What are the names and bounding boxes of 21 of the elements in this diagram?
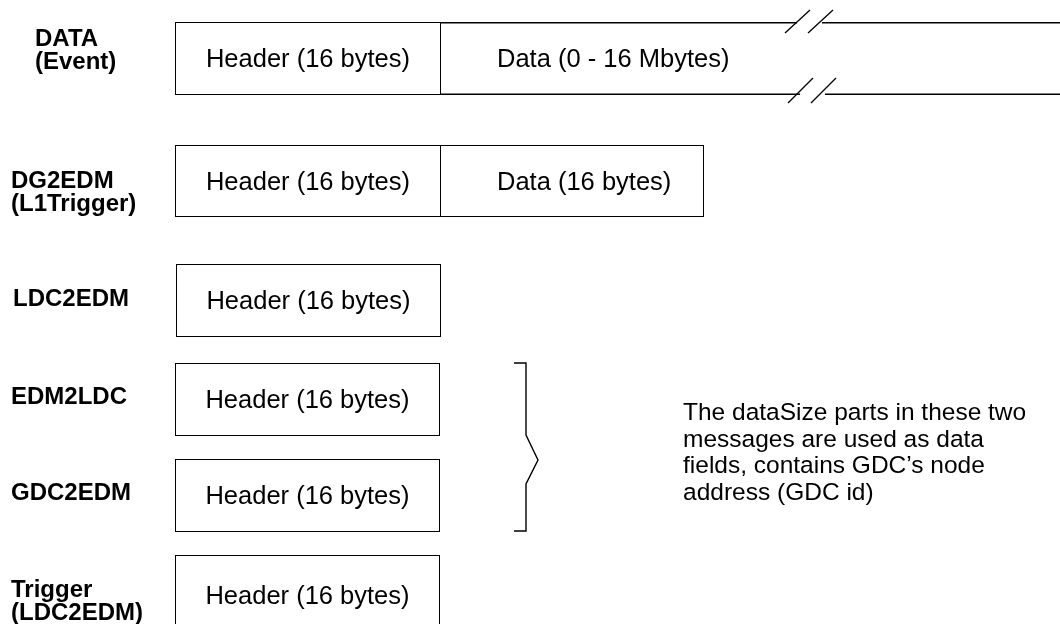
message-field	[175, 363, 440, 436]
message-type-label: GDC2EDM	[11, 480, 131, 503]
field-label: Header (16 bytes)	[205, 385, 410, 414]
field-label: Header (16 bytes)	[205, 166, 411, 196]
message-field	[175, 555, 440, 624]
field-label: Header (16 bytes)	[205, 580, 410, 610]
message-type-label: DG2EDM (L1Trigger)	[11, 168, 137, 214]
message-type-label: LDC2EDM	[13, 286, 129, 309]
message-field	[175, 459, 440, 532]
note-text: The dataSize parts in these two messages are used as data fields, contains GDC’s node address (GDC id)	[683, 399, 1028, 505]
field-label: Data (0 - 16 Mbytes)	[497, 44, 730, 73]
message-field	[176, 264, 441, 337]
message-type-label: EDM2LDC	[11, 384, 127, 407]
field-label: Data (16 bytes)	[497, 166, 672, 196]
field-label: Header (16 bytes)	[205, 44, 411, 73]
message-field	[175, 22, 441, 95]
message-field	[175, 145, 441, 217]
field-label: Header (16 bytes)	[205, 481, 410, 510]
message-field	[440, 145, 704, 217]
field-label: Header (16 bytes)	[206, 286, 411, 315]
message-type-label: DATA (Event)	[35, 26, 117, 72]
